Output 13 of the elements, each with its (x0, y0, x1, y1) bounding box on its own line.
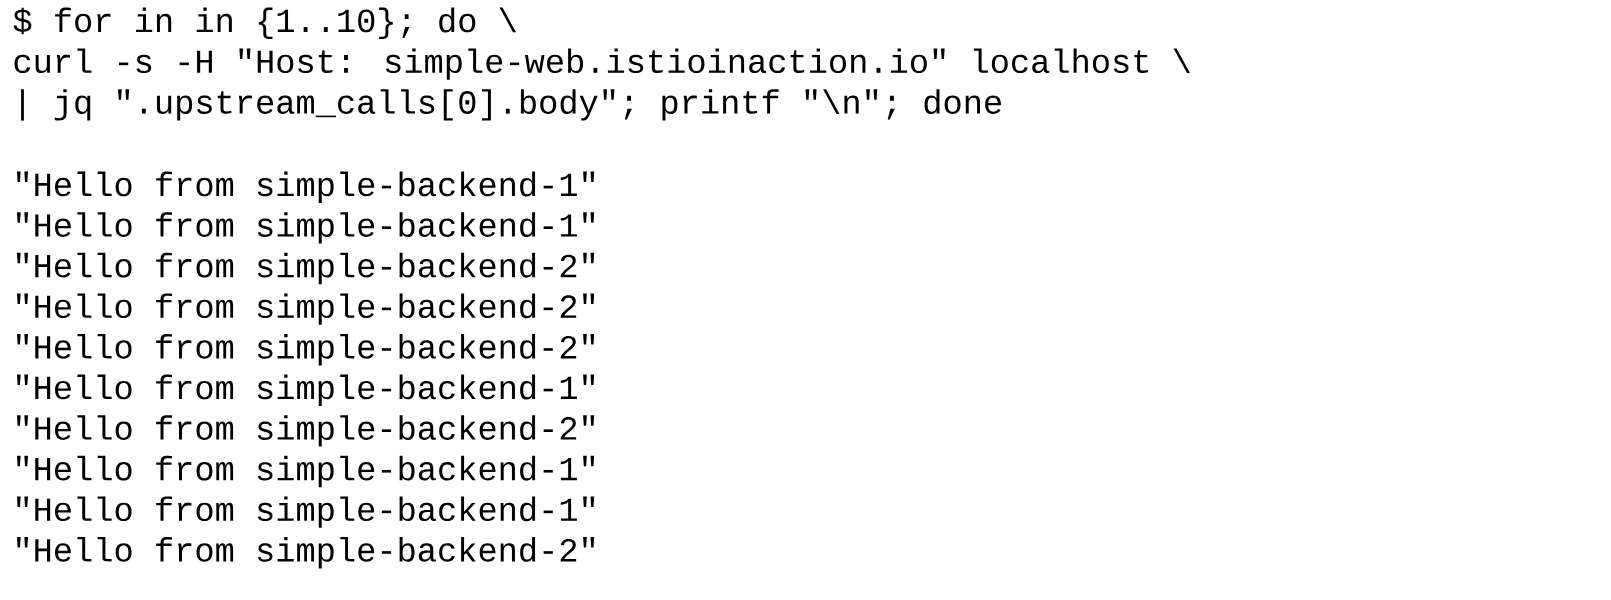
command-line: $ for in in {1..10}; do \ (13, 7, 516, 39)
output-line: "Hello from simple-backend-1" (16, 374, 595, 406)
output-line: "Hello from simple-backend-1" (16, 171, 595, 203)
output-line: "Hello from simple-backend-1" (16, 496, 595, 528)
command-line: | jq ".upstream_calls[0].body"; printf "\n"; done (21, 89, 1001, 121)
output-line: "Hello from simple-backend-2" (16, 293, 595, 325)
output-line: "Hello from simple-backend-2" (16, 415, 595, 447)
output-line: "Hello from simple-backend-1" (16, 212, 595, 244)
output-line: "Hello from simple-backend-2" (16, 252, 595, 285)
output-line: "Hello from simple-backend-1" (16, 455, 595, 488)
command-line: curl -s -H "Host: simple-web.istioinaction.io" localhost \ (14, 48, 1190, 80)
output-line: "Hello from simple-backend-2" (16, 537, 595, 569)
output-line: "Hello from simple-backend-2" (16, 334, 595, 366)
